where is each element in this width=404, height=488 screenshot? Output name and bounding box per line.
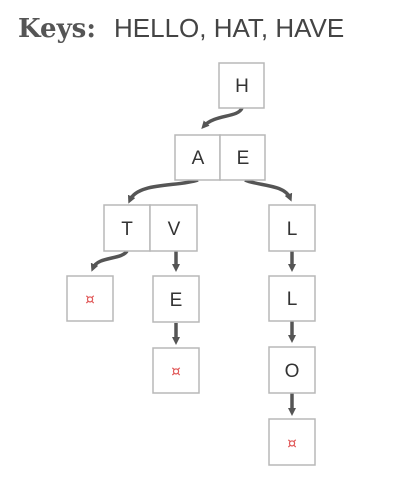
node-l-1: [268, 204, 316, 252]
node-t-label: T: [121, 219, 133, 240]
node-l-2: [268, 275, 316, 322]
node-t: [103, 204, 151, 252]
node-l-2-label: L: [287, 289, 298, 310]
node-l-1-label: L: [287, 219, 298, 240]
node-a-label: A: [192, 148, 205, 169]
edge-t-to-terminal: [90, 249, 129, 272]
node-labels: H A E T V L ¤ E L ¤ O ¤: [85, 76, 299, 452]
nodes: [66, 62, 316, 466]
node-terminal-hat: [66, 275, 114, 322]
edge-a-to-tv: [127, 178, 199, 204]
node-e-label: E: [237, 148, 250, 169]
node-terminal-have-label: ¤: [171, 362, 181, 380]
node-a: [174, 134, 221, 181]
edge-h-to-ae: [201, 106, 244, 129]
edge-e-to-l: [244, 178, 293, 202]
node-ve-label: E: [170, 290, 183, 311]
edges: [90, 106, 296, 416]
node-terminal-have: [152, 347, 200, 394]
node-terminal-hello: [268, 418, 316, 466]
node-e: [219, 134, 266, 181]
node-terminal-hat-label: ¤: [85, 290, 95, 308]
node-ve: [152, 275, 200, 323]
title-keys: HELLO, HAT, HAVE: [114, 13, 344, 43]
title-label: Keys:: [18, 14, 96, 44]
node-o-label: O: [285, 361, 300, 382]
node-root: [218, 62, 265, 109]
node-v-label: V: [168, 219, 181, 240]
node-terminal-hello-label: ¤: [287, 434, 297, 452]
node-o: [268, 346, 316, 394]
node-v: [149, 204, 198, 252]
node-root-label: H: [235, 76, 249, 97]
